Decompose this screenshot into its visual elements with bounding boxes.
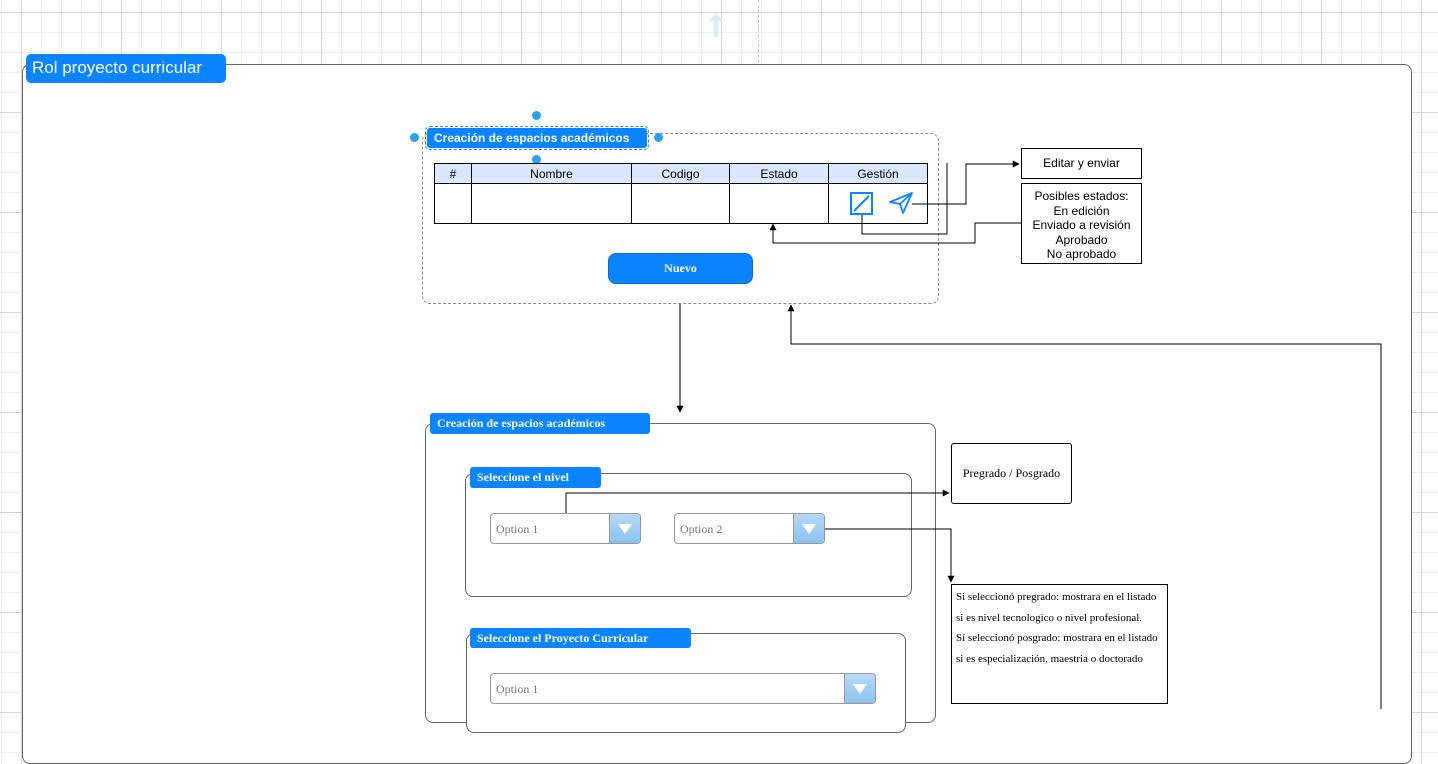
- select-value: Option 2: [680, 522, 723, 536]
- send-icon[interactable]: [888, 191, 914, 215]
- states-note[interactable]: Posibles estados: En edición Enviado a r…: [1021, 183, 1142, 264]
- description-note-line: Si seleccionó pregrado: mostrara en el l…: [956, 591, 1157, 624]
- description-note-line: Sí seleccionó posgrado: mostrara en el l…: [956, 632, 1158, 665]
- project-group-title[interactable]: Seleccione el Proyecto Curricular: [470, 628, 691, 648]
- edit-icon[interactable]: [850, 192, 873, 215]
- states-note-line: Aprobado: [1055, 232, 1108, 247]
- level-select-2[interactable]: Option 2: [674, 513, 825, 544]
- table-cell: [729, 183, 829, 224]
- select-value: Option 1: [496, 682, 539, 696]
- select-value: Option 1: [496, 522, 539, 536]
- states-note-line: En edición: [1053, 203, 1110, 218]
- column-header-nombre: Nombre: [471, 163, 632, 184]
- table-cell: [471, 183, 632, 224]
- description-note[interactable]: Si seleccionó pregrado: mostrara en el l…: [951, 584, 1168, 704]
- form-panel-title[interactable]: Creación de espacios académicos: [430, 413, 650, 434]
- outer-container-title[interactable]: Rol proyecto curricular: [26, 54, 226, 83]
- states-note-line: No aprobado: [1046, 247, 1117, 262]
- column-header-gestion: Gestión: [828, 163, 928, 184]
- level-select-1[interactable]: Option 1: [490, 513, 641, 544]
- list-panel-title[interactable]: Creación de espacios académicos: [425, 126, 649, 150]
- level-group-title[interactable]: Seleccione el nivel: [470, 467, 601, 488]
- table-cell: [631, 183, 730, 224]
- page-guide-horizontal: [0, 512, 22, 513]
- table-cell: [434, 183, 472, 224]
- table-header-row: # Nombre Codigo Estado Gestión: [434, 163, 928, 184]
- column-header-number: #: [434, 163, 472, 184]
- column-header-codigo: Codigo: [631, 163, 730, 184]
- selection-handle-top[interactable]: [532, 111, 541, 120]
- project-select[interactable]: Option 1: [490, 673, 876, 704]
- selection-handle-left[interactable]: [410, 133, 419, 142]
- spaces-table[interactable]: # Nombre Codigo Estado Gestión: [434, 163, 928, 224]
- new-button[interactable]: Nuevo: [608, 253, 753, 284]
- arrow-up-icon: [709, 13, 723, 37]
- selection-handle-bottom[interactable]: [532, 155, 541, 164]
- level-note[interactable]: Pregrado / Posgrado: [951, 443, 1072, 504]
- chevron-down-icon: [844, 674, 875, 703]
- selection-handle-right[interactable]: [654, 133, 663, 142]
- states-note-line: Enviado a revisión: [1032, 218, 1131, 233]
- column-header-estado: Estado: [729, 163, 829, 184]
- states-note-line: Posibles estados:: [1034, 189, 1129, 203]
- chevron-down-icon: [609, 514, 640, 543]
- chevron-down-icon: [793, 514, 824, 543]
- edit-send-note[interactable]: Editar y enviar: [1021, 148, 1142, 179]
- page-guide-vertical: [758, 0, 759, 62]
